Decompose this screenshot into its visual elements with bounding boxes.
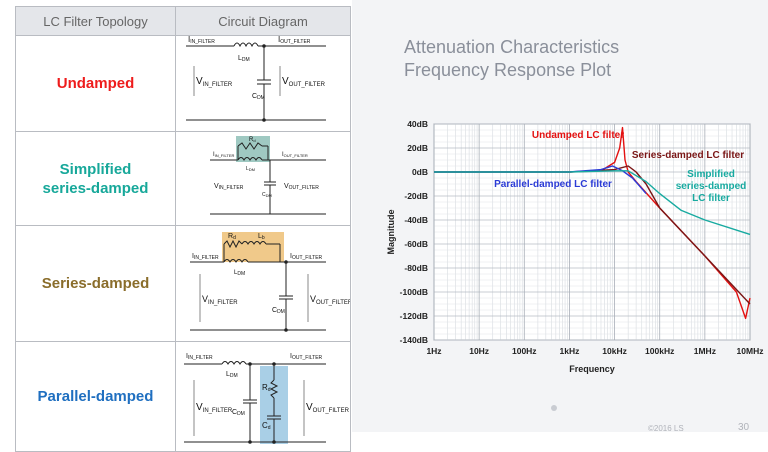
label-v-out: VOUT_FILTER [284,183,319,191]
plot-title-line2: Frequency Response Plot [404,60,612,80]
y-tick-label: -100dB [400,287,428,297]
label-l-d: Lb [258,233,265,241]
header-circuit: Circuit Diagram [175,6,351,36]
footer-left: ©2016 LS [648,424,684,433]
x-tick-label: 100kHz [645,346,674,356]
label-i-out: IOUT_FILTER [278,36,311,45]
label-i-out: IOUT_FILTER [282,152,308,158]
label-c: CDM [252,93,265,101]
x-axis-label: Frequency [569,364,615,374]
label-c: CDM [262,192,272,198]
simplified-series-label-line3: LC filter [692,193,730,204]
frequency-response-chart: 1Hz 10Hz 100Hz 1kHz 10kHz 100kHz 1MHz 10MHz 40dB… [386,119,764,374]
circuit-undamped-svg: IIN_FILTER IOUT_FILTER LDM CDM VIN_FILTE… [186,35,326,122]
table-row: Simplified series-damped [15,131,351,226]
y-tick-label: -120dB [400,311,428,321]
y-tick-label: -40dB [404,215,428,225]
label-l: LDM [246,166,255,172]
label-i-in: IIN_FILTER [213,152,234,158]
table-row: Series-damped [15,225,353,342]
y-tick-label: -80dB [404,263,428,273]
topology-label: Series-damped [41,275,150,292]
label-i-out: IOUT_FILTER [290,253,323,261]
simplified-series-damped-series-line [434,170,751,236]
undamped-series-label: Undamped LC filter [532,130,624,141]
label-v-in: VIN_FILTER [214,183,244,191]
footer-right: 30 [738,422,750,433]
label-l: LDM [226,371,238,379]
topology-label: Parallel-damped [37,388,154,405]
topology-name-simplified: Simplified series-damped [15,131,176,226]
x-tick-label: 100Hz [512,346,537,356]
plot-title: Attenuation Characteristics Frequency Re… [404,36,619,82]
y-tick-label: 20dB [407,143,428,153]
label-i-in: IIN_FILTER [192,253,219,261]
label-v-in: VIN_FILTER [196,402,233,414]
slide-dot [551,405,557,411]
label-r: Rd [228,233,236,241]
label-l: LDM [238,55,250,63]
topology-label: series-damped [42,179,149,197]
label-c: CDM [232,409,245,417]
label-i-in: IIN_FILTER [186,353,213,361]
y-axis-label: Magnitude [386,210,396,255]
parallel-damped-series-label: Parallel-damped LC filter [494,179,612,190]
y-tick-label: 40dB [407,119,428,129]
circuit-undamped: IIN_FILTER IOUT_FILTER LDM CDM VIN_FILTE… [175,35,351,132]
circuit-simplified-svg: IIN_FILTER IOUT_FILTER Rd LDM CDM VIN_FI… [210,136,326,215]
simplified-series-label-line2: series-damped [676,181,747,192]
y-tick-label: -60dB [404,239,428,249]
table-header-row: LC Filter Topology Circuit Diagram [15,6,351,36]
x-tick-label: 1Hz [426,346,441,356]
label-v-out: VOUT_FILTER [310,294,350,306]
circuit-simplified: IIN_FILTER IOUT_FILTER Rd LDM CDM VIN_FI… [175,131,351,226]
circuit-series-svg: IIN_FILTER IOUT_FILTER Rd Lb LDM CDM VIN… [190,232,353,332]
circuit-series: IIN_FILTER IOUT_FILTER Rd Lb LDM CDM VIN… [175,225,353,342]
simplified-series-label-line1: Simplified [687,169,735,180]
x-tick-label: 10MHz [737,346,764,356]
table-row: Undamped [15,35,351,132]
label-v-in: VIN_FILTER [202,294,238,306]
topology-label: Simplified [59,160,132,178]
y-tick-label: -20dB [404,191,428,201]
label-v-out: VOUT_FILTER [306,402,350,414]
y-tick-label: -140dB [400,335,428,345]
label-r: Rd [262,383,271,393]
label-v-in: VIN_FILTER [196,76,233,88]
x-tick-label: 1kHz [560,346,580,356]
y-tick-label: 0dB [412,167,428,177]
label-v-out: VOUT_FILTER [282,76,326,88]
label-i-out: IOUT_FILTER [290,353,323,361]
x-tick-label: 1MHz [694,346,716,356]
topology-name-series: Series-damped [15,225,176,342]
label-i-in: IIN_FILTER [188,36,215,45]
label-l: LDM [234,270,245,277]
series-damped-series-label: Series-damped LC filter [632,150,744,161]
topology-label: Undamped [56,75,135,92]
label-r: Rd [249,137,256,143]
plot-title-line1: Attenuation Characteristics [404,37,620,57]
header-topology: LC Filter Topology [15,6,176,36]
x-tick-label: 10Hz [469,346,489,356]
x-tick-label: 10kHz [602,346,627,356]
label-c: CDM [272,307,285,315]
label-c-d: Cd [262,421,271,431]
